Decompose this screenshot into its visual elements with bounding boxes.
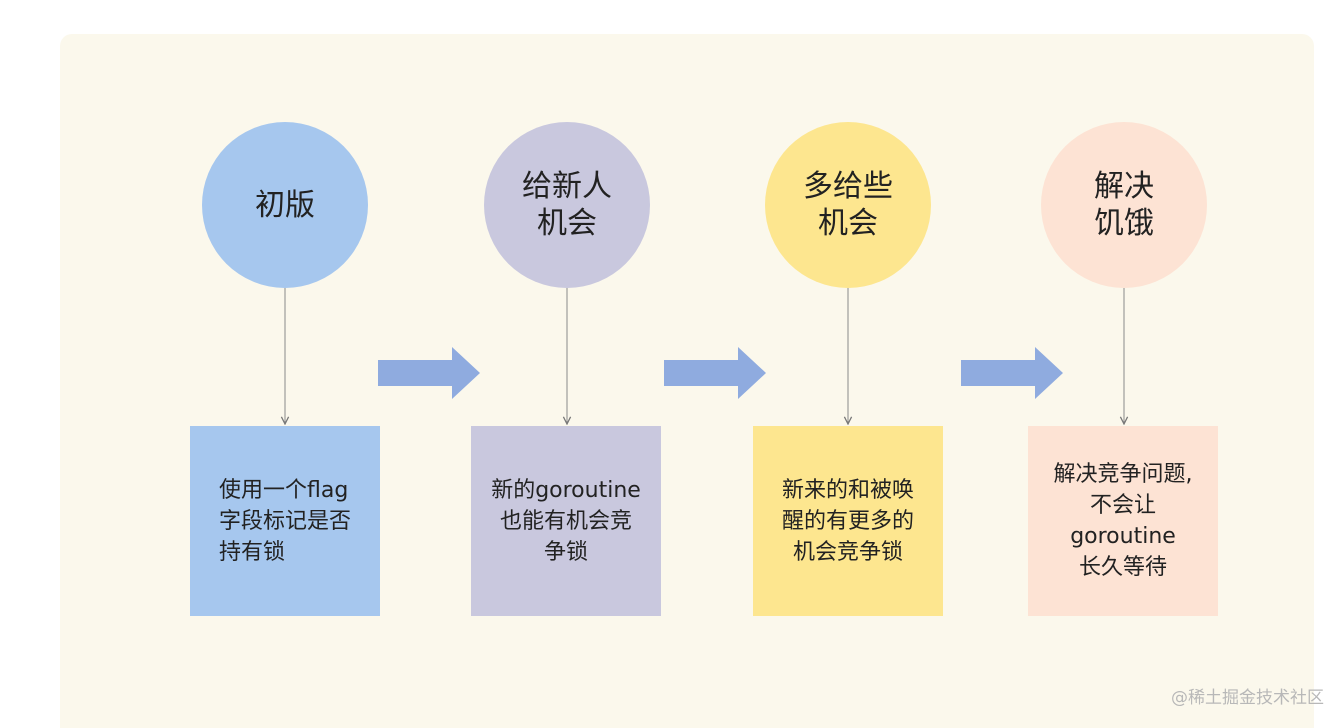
stage-circle-4: 解决 饥饿 [1041,122,1207,288]
stage-title-4: 解决 饥饿 [1094,169,1154,241]
stage-box-1: 使用一个flag 字段标记是否 持有锁 [190,426,380,616]
stage-title-2: 给新人 机会 [522,169,612,241]
stage-box-3: 新来的和被唤 醒的有更多的 机会竞争锁 [753,426,943,616]
stage-description-4: 解决竞争问题, 不会让 goroutine 长久等待 [1053,462,1193,580]
stage-title-1: 初版 [255,187,315,223]
stage-description-1: 使用一个flag 字段标记是否 持有锁 [218,477,351,565]
stage-description-3: 新来的和被唤 醒的有更多的 机会竞争锁 [781,477,914,565]
stage-title-3: 多给些 机会 [803,169,893,241]
stage-circle-1: 初版 [202,122,368,288]
stage-box-4: 解决竞争问题, 不会让 goroutine 长久等待 [1028,426,1218,616]
stage-box-2: 新的goroutine 也能有机会竞 争锁 [471,426,661,616]
stage-circle-2: 给新人 机会 [484,122,650,288]
stage-circle-3: 多给些 机会 [765,122,931,288]
stage-description-2: 新的goroutine 也能有机会竞 争锁 [491,477,641,565]
watermark: @稀土掘金技术社区 [1171,688,1324,708]
